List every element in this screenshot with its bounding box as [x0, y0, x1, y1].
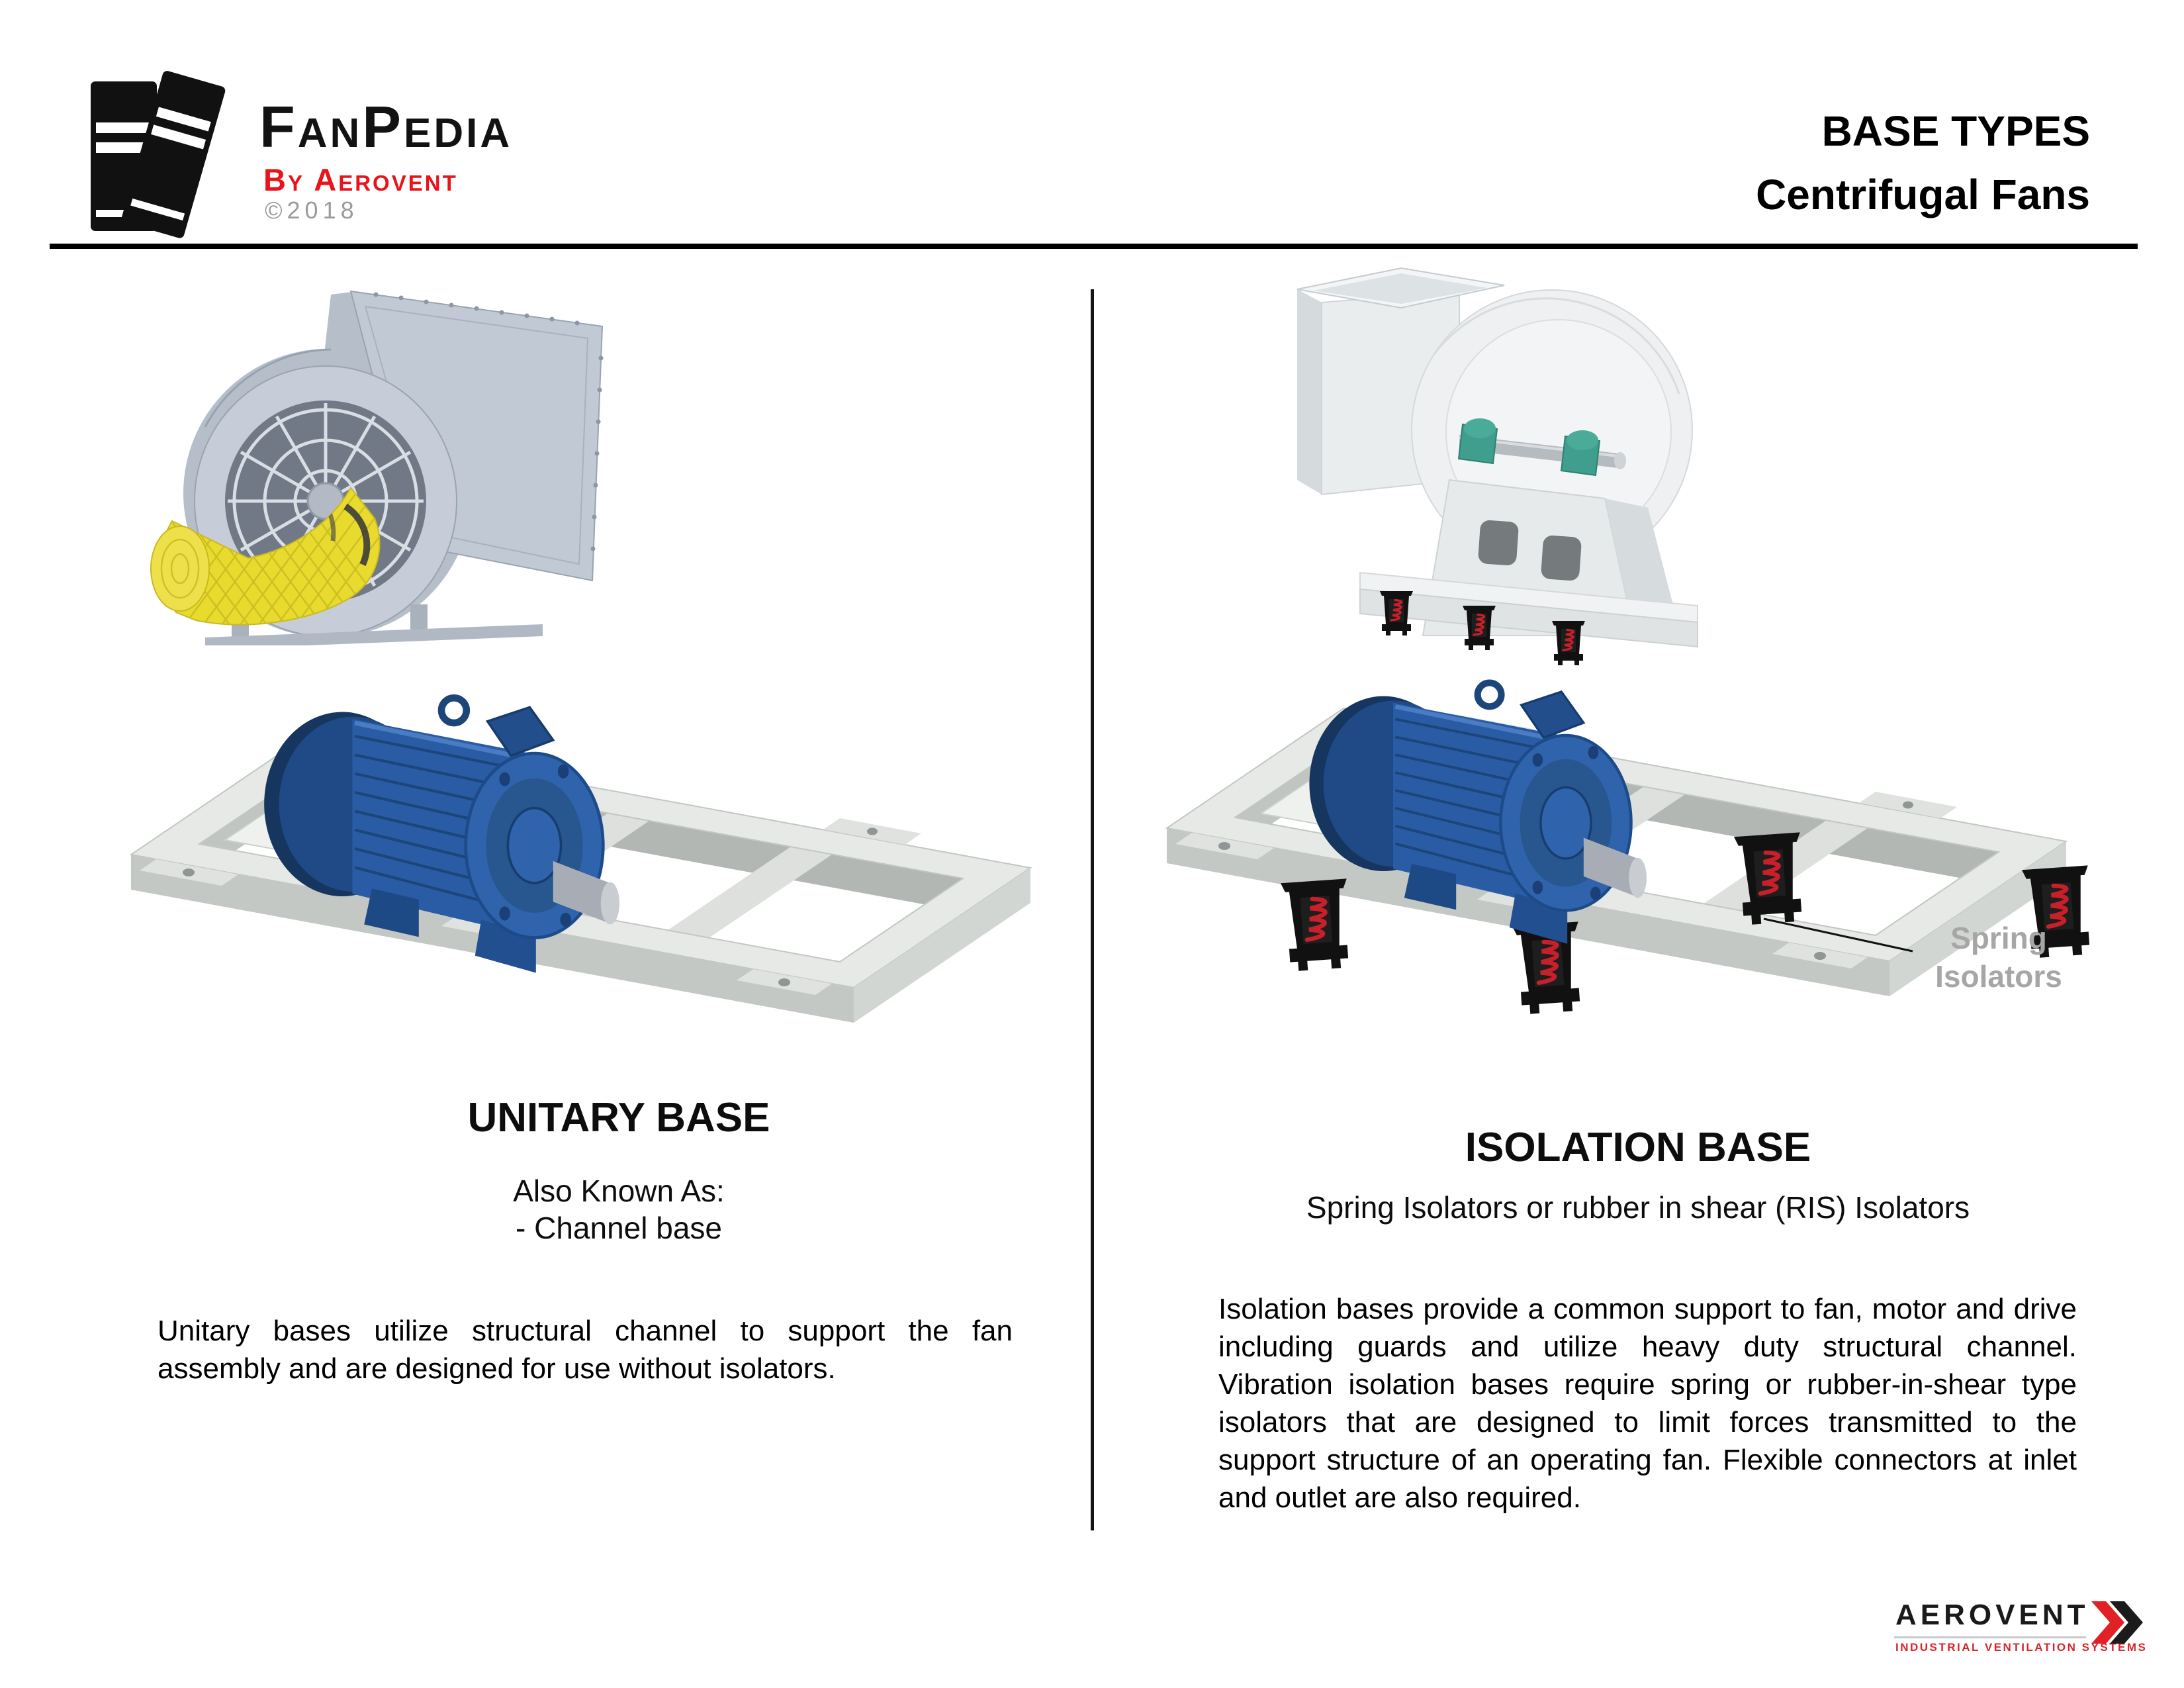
header-divider-rule — [50, 244, 2138, 249]
footer-brand-name: AEROVENT — [1895, 1599, 2089, 1631]
fanpedia-logo-copyright: ©2018 — [265, 197, 359, 224]
spring-isolators-callout: Spring Isolators — [1916, 919, 2081, 996]
isolation-subtitle: Spring Isolators or rubber in shear (RIS… — [1306, 1190, 1970, 1225]
unitary-body-text: Unitary bases utilize structural channel… — [158, 1315, 1013, 1385]
page-title-line1: BASE TYPES — [1821, 107, 2090, 155]
unitary-base-heading: UNITARY BASE — [467, 1095, 770, 1141]
panel-bolts — [373, 292, 604, 551]
isolation-base-image — [1166, 609, 2098, 1125]
unitary-aka-label: Also Known As: — [513, 1174, 725, 1208]
fanpedia-logo-title: FanPedia — [259, 94, 513, 160]
unitary-base-image — [130, 626, 1031, 1023]
isolation-fan-image — [1297, 267, 1698, 667]
isolation-body-text: Isolation bases provide a common support… — [1218, 1293, 2077, 1514]
books-icon — [91, 71, 226, 238]
unitary-fan-image — [150, 290, 604, 645]
spring-isolators-callout-line2: Isolators — [1935, 959, 2062, 994]
isolation-base-heading: ISOLATION BASE — [1465, 1125, 1811, 1170]
footer-brand-rule — [1894, 1636, 2086, 1638]
chevron-right-icon — [2091, 1601, 2143, 1644]
page-title: BASE TYPES Centrifugal Fans — [1756, 99, 2090, 226]
spring-isolators-callout-line1: Spring — [1950, 921, 2047, 955]
spring-isolators-leader-line — [1763, 917, 1913, 953]
footer-brand-logo: AEROVENT Industrial Ventilation Systems — [1888, 1587, 2165, 1664]
fanpedia-logo-byline: By Aerovent — [263, 162, 458, 197]
footer-brand-tagline: Industrial Ventilation Systems — [1895, 1641, 2148, 1654]
unitary-aka-item: - Channel base — [516, 1211, 722, 1245]
page-title-line2: Centrifugal Fans — [1756, 171, 2090, 218]
column-divider — [1091, 289, 1094, 1530]
